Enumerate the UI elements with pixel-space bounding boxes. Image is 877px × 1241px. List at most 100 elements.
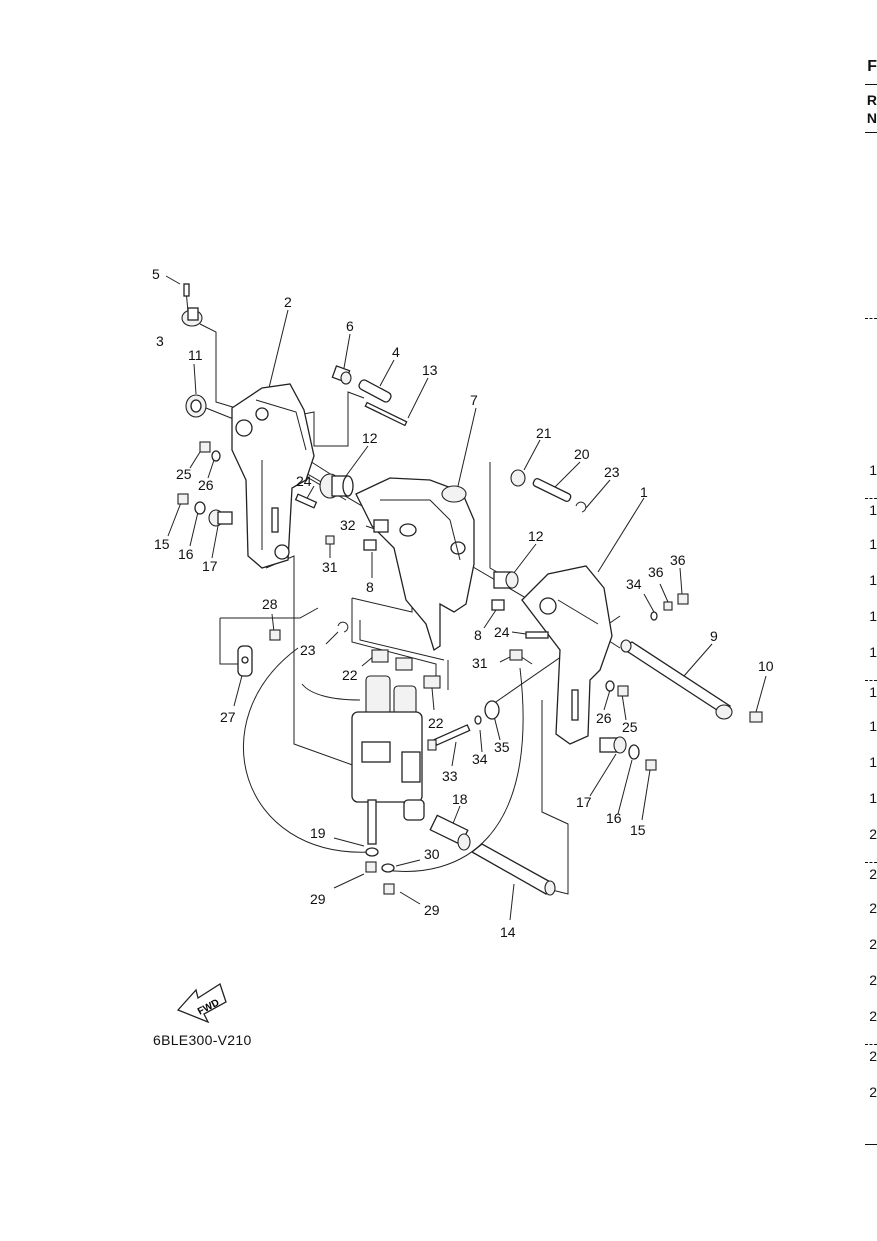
callout-32: 32 <box>340 517 356 533</box>
callouts: 5 3 2 11 6 4 13 7 12 21 20 23 1 25 26 24… <box>152 266 774 940</box>
part-26-washer-left <box>211 450 221 462</box>
callout-29-b: 29 <box>424 902 440 918</box>
part-7-swivel-bracket <box>355 477 475 652</box>
edge-dash-3 <box>865 680 877 681</box>
part-18-sleeve <box>429 814 471 851</box>
part-33-bolt <box>427 724 471 751</box>
callout-24-right: 24 <box>494 624 510 640</box>
edge-row-6: 1 <box>869 644 877 660</box>
part-1-right-clamp-bracket <box>521 565 613 745</box>
edge-row-2: 1 <box>869 502 877 518</box>
callout-13: 13 <box>422 362 438 378</box>
part-22-bushing-b <box>395 657 413 671</box>
callout-34-upper: 34 <box>626 576 642 592</box>
part-6-bushing <box>331 365 352 385</box>
part-19-washer <box>365 847 379 857</box>
part-16-washer-left <box>194 501 206 515</box>
callout-17-left: 17 <box>202 558 218 574</box>
callout-34-lower: 34 <box>472 751 488 767</box>
fwd-arrow-icon: FWD <box>176 983 227 1024</box>
callout-12-lower: 12 <box>528 528 544 544</box>
callout-26-left: 26 <box>198 477 214 493</box>
callout-17-right: 17 <box>576 794 592 810</box>
edge-row-15: 2 <box>869 972 877 988</box>
callout-18: 18 <box>452 791 468 807</box>
callout-10: 10 <box>758 658 774 674</box>
part-30-washer <box>381 863 395 873</box>
callout-7: 7 <box>470 392 478 408</box>
part-25-nut-right <box>617 685 629 697</box>
callout-25-right: 25 <box>622 719 638 735</box>
parts <box>177 283 763 896</box>
callout-31-left: 31 <box>322 559 338 575</box>
edge-dash-1 <box>865 318 877 319</box>
edge-header-r: R <box>866 92 877 108</box>
part-23-circlip <box>575 501 587 513</box>
part-9-tilt-tube <box>620 639 733 720</box>
part-35-washer <box>484 700 500 720</box>
callout-28: 28 <box>262 596 278 612</box>
edge-rule-bottom <box>865 1144 877 1145</box>
callout-23-upper: 23 <box>604 464 620 480</box>
part-11-bushing <box>185 394 207 418</box>
part-5-pin <box>183 283 190 297</box>
part-22-bushing-c <box>423 675 441 689</box>
part-15-bolt-left <box>177 493 189 505</box>
callout-1: 1 <box>640 484 648 500</box>
edge-dash-2 <box>865 498 877 499</box>
part-27-clamp <box>237 645 253 677</box>
edge-row-8: 1 <box>869 718 877 734</box>
part-24-bolt-right <box>525 631 549 639</box>
callout-3: 3 <box>156 333 164 349</box>
part-26-washer-right <box>605 680 615 692</box>
part-34-washer <box>650 611 658 621</box>
edge-rule-1 <box>865 84 877 85</box>
edge-row-3: 1 <box>869 536 877 552</box>
callout-26-right: 26 <box>596 710 612 726</box>
tilt-cylinder-assembly <box>301 675 425 845</box>
callout-5: 5 <box>152 266 160 282</box>
callout-14: 14 <box>500 924 516 940</box>
part-15-bolt-right <box>645 759 657 771</box>
callout-8-right: 8 <box>474 627 482 643</box>
part-32-stopper <box>373 519 389 533</box>
callout-22-a: 22 <box>342 667 358 683</box>
part-21-collar <box>510 469 526 487</box>
part-14-shaft <box>470 843 556 896</box>
edge-row-14: 2 <box>869 936 877 952</box>
part-36-nut <box>663 601 673 611</box>
part-31-bolt-left <box>325 535 335 545</box>
edge-row-10: 1 <box>869 790 877 806</box>
edge-dash-4 <box>865 862 877 863</box>
callout-4: 4 <box>392 344 400 360</box>
callout-30: 30 <box>424 846 440 862</box>
callout-19: 19 <box>310 825 326 841</box>
callout-31-right: 31 <box>472 655 488 671</box>
part-2-left-clamp-bracket <box>231 383 315 569</box>
callout-21: 21 <box>536 425 552 441</box>
callout-22-b: 22 <box>428 715 444 731</box>
part-34-washer-lower <box>474 715 482 725</box>
part-12-bushing-upper <box>319 473 354 499</box>
edge-dash-5 <box>865 1044 877 1045</box>
callout-11: 11 <box>188 347 203 363</box>
edge-row-18: 2 <box>869 1084 877 1100</box>
part-12-bushing-lower <box>493 571 519 589</box>
part-3-grease-nipple <box>181 307 203 327</box>
callout-24-left: 24 <box>296 473 312 489</box>
edge-row-7: 1 <box>869 684 877 700</box>
edge-row-13: 2 <box>869 900 877 916</box>
callout-25-left: 25 <box>176 466 192 482</box>
part-4-pin <box>358 379 392 403</box>
edge-row-16: 2 <box>869 1008 877 1024</box>
part-24-bolt-left <box>294 493 318 509</box>
diagram-code: 6BLE300-V210 <box>153 1032 252 1048</box>
part-31-bolt-right <box>509 649 523 661</box>
edge-header-n: N <box>866 110 877 126</box>
part-22-bushing-a <box>371 649 389 663</box>
edge-row-11: 2 <box>869 826 877 842</box>
part-25-nut-left <box>199 441 211 453</box>
callout-33: 33 <box>442 768 458 784</box>
callout-16-left: 16 <box>178 546 194 562</box>
